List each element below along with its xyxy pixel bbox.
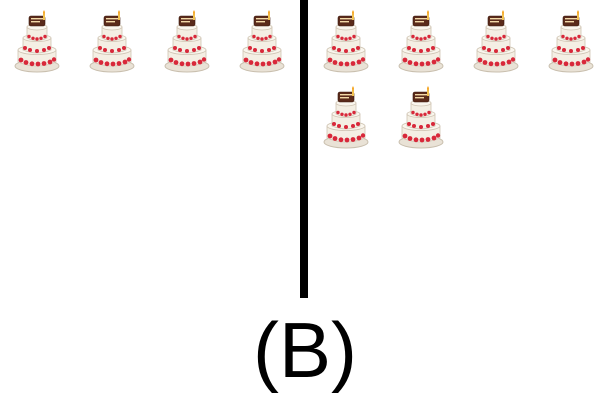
cake-icon [163, 10, 211, 74]
cake-icon [397, 10, 445, 74]
cake-icon [13, 10, 61, 74]
left-cake-group [0, 0, 300, 300]
vertical-divider [300, 0, 308, 298]
cake-icon [472, 10, 520, 74]
cake-icon [238, 10, 286, 74]
cake-icon [88, 10, 136, 74]
cake-icon [397, 86, 445, 150]
right-cake-group [308, 0, 610, 300]
cake-icon [547, 10, 595, 74]
cake-icon [322, 10, 370, 74]
panel-label: (B) [253, 306, 357, 394]
cake-icon [322, 86, 370, 150]
